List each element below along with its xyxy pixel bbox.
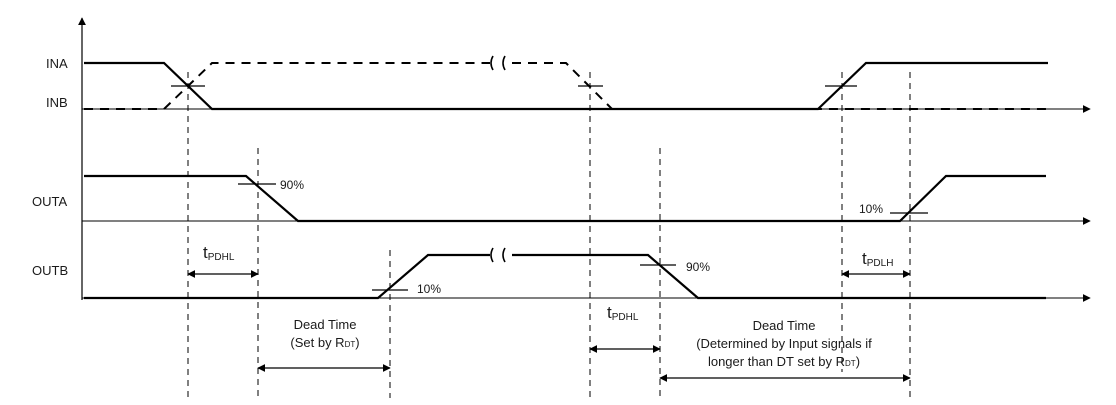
- label-tpdhl-right: tPDHL: [607, 303, 639, 323]
- threshold-ticks: [238, 183, 928, 291]
- label-inb: INB: [46, 95, 68, 110]
- ina-waveform: [84, 61, 1048, 111]
- dead-time-2-line3-main: longer than DT set by R: [708, 354, 845, 369]
- label-outb-90: 90%: [686, 260, 710, 274]
- label-outa-10: 10%: [859, 202, 883, 216]
- dead-time-2-line3-sub: DT: [845, 359, 856, 368]
- tpdhl-right-t: t: [607, 303, 612, 322]
- label-tpdhl-left: tPDHL: [203, 243, 235, 263]
- dimension-arrows: [187, 270, 911, 382]
- break-symbol-inb: [490, 55, 506, 71]
- inb-waveform: [84, 62, 1048, 110]
- dead-time-2-line1: Dead Time: [753, 318, 816, 333]
- outb-waveform: [84, 253, 1046, 300]
- tpdhl-left-sub: PDHL: [208, 252, 235, 263]
- tpdhl-right-sub: PDHL: [612, 312, 639, 323]
- tpdlh-t: t: [862, 249, 867, 268]
- dead-time-2-line3-end: ): [856, 354, 860, 369]
- dead-time-1-line2-main: (Set by R: [290, 335, 344, 350]
- dead-time-1-line2-end: ): [355, 335, 359, 350]
- dead-time-2-line2: (Determined by Input signals if: [696, 336, 872, 351]
- dead-time-2-line3: longer than DT set by RDT): [708, 354, 860, 369]
- dead-time-1-line1: Dead Time: [294, 317, 357, 332]
- tpdlh-sub: PDLH: [867, 258, 894, 269]
- outa-waveform: [84, 174, 1046, 223]
- break-symbol-outb: [490, 247, 506, 263]
- label-outa: OUTA: [32, 194, 67, 209]
- label-outb: OUTB: [32, 263, 68, 278]
- label-outb-10: 10%: [417, 282, 441, 296]
- dead-time-1-line2: (Set by RDT): [290, 335, 359, 350]
- tpdhl-left-t: t: [203, 243, 208, 262]
- label-tpdlh: tPDLH: [862, 249, 893, 269]
- dead-time-1-line2-sub: DT: [345, 340, 356, 349]
- label-outa-90: 90%: [280, 178, 304, 192]
- label-ina: INA: [46, 56, 68, 71]
